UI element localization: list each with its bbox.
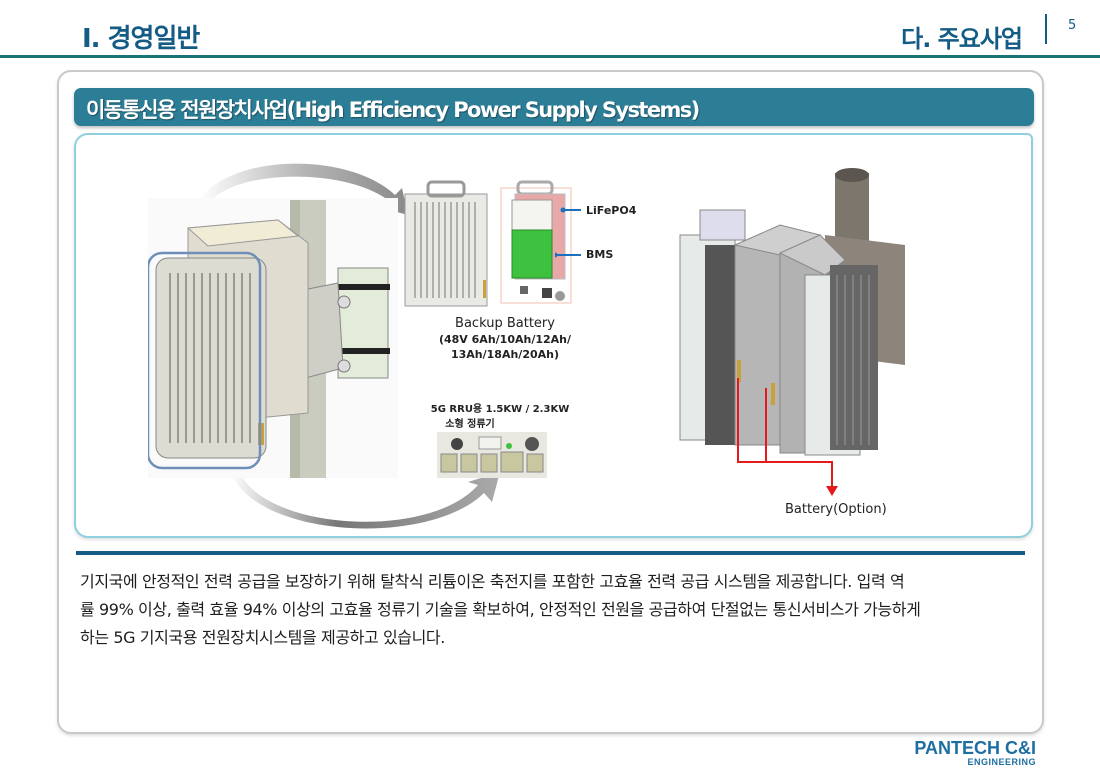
bms-label: BMS [586,248,614,261]
description-line: 기지국에 안정적인 전력 공급을 보장하기 위해 탈착식 리튬이온 축전지를 포… [80,572,905,591]
logo-name: PANTECH C&I [914,738,1036,758]
rectifier-image [437,432,547,478]
battery-exploded-image [500,180,572,308]
callout-lines [555,202,615,262]
description-line: 하는 5G 기지국용 전원장치시스템을 제공하고 있습니다. [80,628,445,647]
description: 기지국에 안정적인 전력 공급을 보장하기 위해 탈착식 리튬이온 축전지를 포… [80,568,1030,652]
rectifier-name-label: 소형 정류기 [445,419,495,430]
rectifier-spec-label: 5G RRU용 1.5KW / 2.3KW [430,404,570,415]
section-title: Ⅰ. 경영일반 [82,24,200,54]
page-title: 이동통신용 전원장치사업(High Efficiency Power Suppl… [86,98,700,122]
subsection-title: 다. 주요사업 [901,25,1023,53]
backup-battery-spec-1: (48V 6Ah/10Ah/12Ah/ [438,333,572,346]
backup-battery-image [403,180,493,308]
section-divider [76,551,1025,555]
logo-sub: ENGINEERING [967,757,1036,767]
backup-battery-spec-2: 13Ah/18Ah/20Ah) [450,348,560,361]
curved-arrow-top [190,160,420,220]
battery-option-label: Battery(Option) [785,502,887,517]
page-number: 5 [1068,18,1077,33]
battery-option-connector [735,378,845,498]
title-bar: 이동통신용 전원장치사업(High Efficiency Power Suppl… [74,88,1034,126]
backup-battery-title: Backup Battery [455,316,555,331]
lifepo4-label: LiFePO4 [586,204,637,217]
company-logo: PANTECH C&I ENGINEERING [914,739,1036,767]
header-rule [0,55,1100,58]
assembled-system-image [675,165,915,465]
description-line: 률 99% 이상, 출력 효율 94% 이상의 고효율 정류기 기술을 확보하여… [80,600,921,619]
header-divider [1045,14,1047,44]
pole-mounted-unit-image [148,198,398,478]
curved-arrow-bottom [228,460,508,535]
